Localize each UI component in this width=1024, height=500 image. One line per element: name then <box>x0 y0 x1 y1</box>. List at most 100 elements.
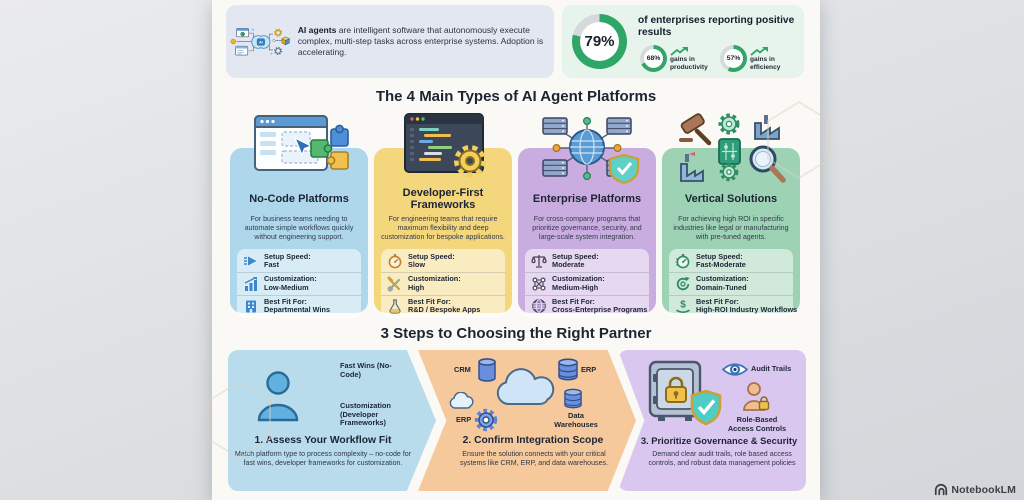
database-stack-icon <box>558 358 578 381</box>
stat-value: Domain-Tuned <box>696 282 747 292</box>
stat-row-best-fit: $ Best Fit For:High-ROI Industry Workflo… <box>669 294 797 318</box>
hexagon-decoration <box>767 100 831 180</box>
stat-label: Best Fit For: <box>408 297 451 307</box>
svg-text:$: $ <box>680 300 686 311</box>
stat-label: Best Fit For: <box>696 297 739 307</box>
stat-value: Medium-High <box>552 282 599 292</box>
productivity-label: gains in productivity <box>670 55 708 71</box>
card-stats-panel: Setup Speed:Fast-Moderate Customization:… <box>669 249 797 319</box>
stat-row-setup-speed: Setup Speed:Fast <box>237 250 361 272</box>
stat-value: Moderate <box>552 259 585 269</box>
stat-value: Cross-Enterprise Programs <box>552 305 648 315</box>
crm-label: CRM <box>454 365 471 374</box>
efficiency-label: gains in efficiency <box>750 55 781 71</box>
data-warehouse-icon <box>564 388 582 409</box>
dollar-hand-icon: $ <box>676 300 690 314</box>
stat-row-best-fit: Best Fit For:R&D / Bespoke Apps <box>381 294 505 318</box>
step3-description: Demand clear audit trails, role based ac… <box>648 450 796 467</box>
step-confirm-integration-scope: CRM ERP Data Warehouses <box>418 350 636 491</box>
erp-gear-label: ERP <box>456 415 472 424</box>
globe-icon <box>532 299 546 314</box>
stat-label: Setup Speed: <box>408 251 455 261</box>
notebooklm-logo: NotebookLM <box>934 483 1016 497</box>
efficiency-stat: 57% gains in efficiency <box>720 45 798 72</box>
card-stats-panel: Setup Speed:Slow Customization:High Best… <box>381 249 505 319</box>
safe-vault-icon <box>648 360 702 421</box>
card-description: For achieving high ROI in specific indus… <box>673 215 789 241</box>
bar-chart-icon <box>244 276 257 291</box>
efficiency-percent: 57% <box>726 55 741 62</box>
infographic-page: AI AI agents are intell <box>207 0 831 500</box>
stat-value: High <box>408 282 425 292</box>
intro-rest: are intelligent software that autonomous… <box>297 24 544 58</box>
stats-box: 79% of enterprises reporting positive re… <box>562 5 804 78</box>
building-icon <box>246 300 256 313</box>
erp-label: ERP <box>581 365 597 374</box>
svg-text:AI: AI <box>259 40 263 44</box>
industry-gavel-magnifier-icon <box>679 113 786 183</box>
step2-title: 2. Confirm Integration Scope <box>462 435 604 446</box>
stat-value: Fast-Moderate <box>696 259 746 269</box>
gear-icon <box>474 408 498 432</box>
big-cloud-icon <box>496 368 555 405</box>
stat-row-customization: Customization:Domain-Tuned <box>669 271 793 295</box>
stat-label: Setup Speed: <box>696 251 743 261</box>
network-nodes-icon <box>532 277 546 291</box>
tools-icon <box>387 276 401 292</box>
trend-up-icon <box>670 46 688 56</box>
stat-label: Best Fit For: <box>264 297 307 307</box>
stat-value: Fast <box>264 259 280 269</box>
stat-row-best-fit: Best Fit For:Departmental Wins <box>237 294 361 318</box>
card-description: For engineering teams that require maxim… <box>381 215 505 241</box>
refresh-tune-icon <box>676 276 690 290</box>
balance-scale-icon <box>531 254 547 268</box>
stat-label: Customization: <box>408 274 461 284</box>
stat-label: Customization: <box>696 274 749 284</box>
stat-label: Best Fit For: <box>552 297 595 307</box>
step1-label-fast-wins: Fast Wins (No-Code) <box>340 361 392 379</box>
stat-label: Customization: <box>552 274 605 284</box>
intro-lead: AI agents <box>297 24 337 35</box>
stat-value: Low-Medium <box>264 282 309 292</box>
card-enterprise-platforms: Enterprise Platforms For cross-company p… <box>518 112 656 319</box>
card-title: Developer-First Frameworks <box>402 187 484 211</box>
card-description: For cross-company programs that prioriti… <box>532 215 642 241</box>
productivity-stat: 68% gains in productivity <box>640 45 718 72</box>
hexagon-decoration <box>207 380 271 460</box>
flask-icon <box>389 299 401 315</box>
code-editor-gear-icon <box>404 113 486 177</box>
stat-value: Departmental Wins <box>264 305 331 315</box>
stat-value: High-ROI Industry Workflows <box>696 305 798 315</box>
stat-row-customization: Customization:Low-Medium <box>237 271 361 295</box>
step1-description: Match platform type to process complexit… <box>234 450 412 467</box>
step3-title: 3. Prioritize Governance & Security <box>640 435 798 446</box>
step2-description: Ensure the solution connects with your c… <box>459 450 609 467</box>
card-description: For business teams needing to automate s… <box>244 215 354 241</box>
productivity-percent: 68% <box>646 55 661 62</box>
trend-up-icon <box>750 46 768 56</box>
step-prioritize-governance-security: Audit Trails Role-Based Access Controls … <box>618 350 806 491</box>
card-stats-panel: Setup Speed:Fast Customization:Low-Mediu… <box>237 249 361 319</box>
stat-row-customization: Customization:Medium-High <box>525 271 649 295</box>
data-warehouses-label: Data Warehouses <box>554 411 598 429</box>
small-cloud-icon <box>449 392 474 409</box>
card-title: Vertical Solutions <box>684 193 778 206</box>
stat-row-customization: Customization:High <box>381 271 505 295</box>
types-section-title: The 4 Main Types of AI Agent Platforms <box>375 88 657 105</box>
stat-value: R&D / Bespoke Apps <box>408 305 481 315</box>
stat-label: Setup Speed: <box>552 251 599 261</box>
browser-window-puzzle-icon <box>254 115 349 171</box>
step1-title: 1. Assess Your Workflow Fit <box>254 435 392 446</box>
eye-icon <box>722 363 748 376</box>
main-donut-percent: 79% <box>584 33 615 50</box>
database-cylinder-icon <box>478 358 496 382</box>
notebooklm-icon <box>935 483 948 496</box>
stat-row-best-fit: Best Fit For:Cross-Enterprise Programs <box>525 294 649 318</box>
globe-network-shield-icon <box>542 116 640 185</box>
person-icon <box>257 371 299 422</box>
step1-label-customization: Customization (Developer Frameworks) <box>340 401 391 428</box>
intro-text: AI agents are intelligent software that … <box>298 25 546 59</box>
step-assess-workflow-fit: Fast Wins (No-Code) Customization (Devel… <box>228 350 436 491</box>
stats-headline: of enterprises reporting positive result… <box>638 15 795 39</box>
